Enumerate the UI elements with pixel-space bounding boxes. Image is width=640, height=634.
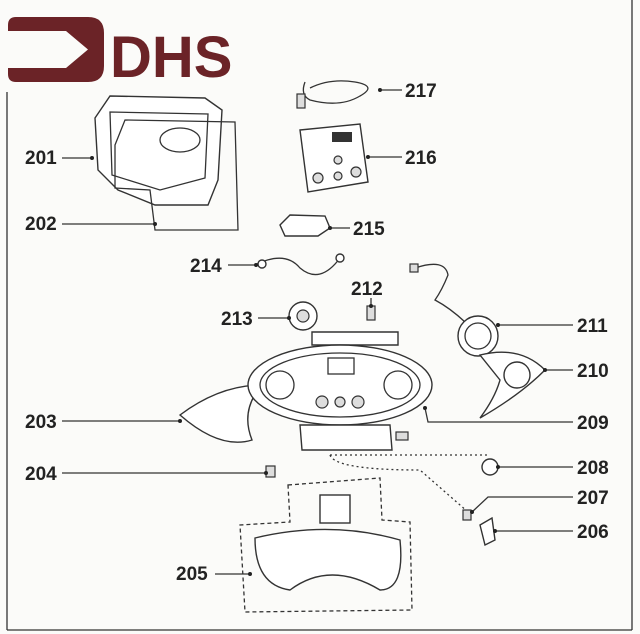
part-206-switch [479,516,496,547]
callout-211: 211 [577,316,608,337]
part-208-lamp [330,431,499,476]
part-205-base-assembly [239,477,413,613]
callout-210: 210 [577,361,609,382]
leader-lines [62,88,573,576]
callout-204: 204 [25,464,57,485]
part-207-connector [329,454,472,521]
part-204-screw [265,465,276,478]
callout-216: 216 [405,148,437,169]
part-209-front-panel [247,331,433,451]
callout-206: 206 [577,522,609,543]
callout-205: 205 [176,564,208,585]
callout-201: 201 [25,148,57,169]
callout-207: 207 [577,488,609,509]
part-211-gauge [409,263,499,357]
part-213-knob [288,301,318,331]
callout-215: 215 [353,219,385,240]
callout-208: 208 [577,458,609,479]
part-212-screw [366,305,376,321]
part-202-gasket [114,119,239,231]
dhs-logo: DHS [8,17,232,90]
callout-202: 202 [25,214,57,235]
page-frame [6,0,633,631]
callout-214: 214 [190,256,222,277]
logo-text: DHS [110,25,232,90]
part-203-side-panel-left [178,384,264,443]
callout-217: 217 [405,81,437,102]
part-217-cable [296,80,369,109]
callout-209: 209 [577,413,609,434]
callout-213: 213 [221,309,253,330]
part-201-water-tank [94,95,223,206]
callout-203: 203 [25,412,57,433]
part-215-bracket [279,214,331,237]
part-210-side-panel-right [478,351,546,419]
callout-212: 212 [351,279,383,300]
part-214-clip [254,253,345,276]
part-216-control-board [299,123,369,193]
